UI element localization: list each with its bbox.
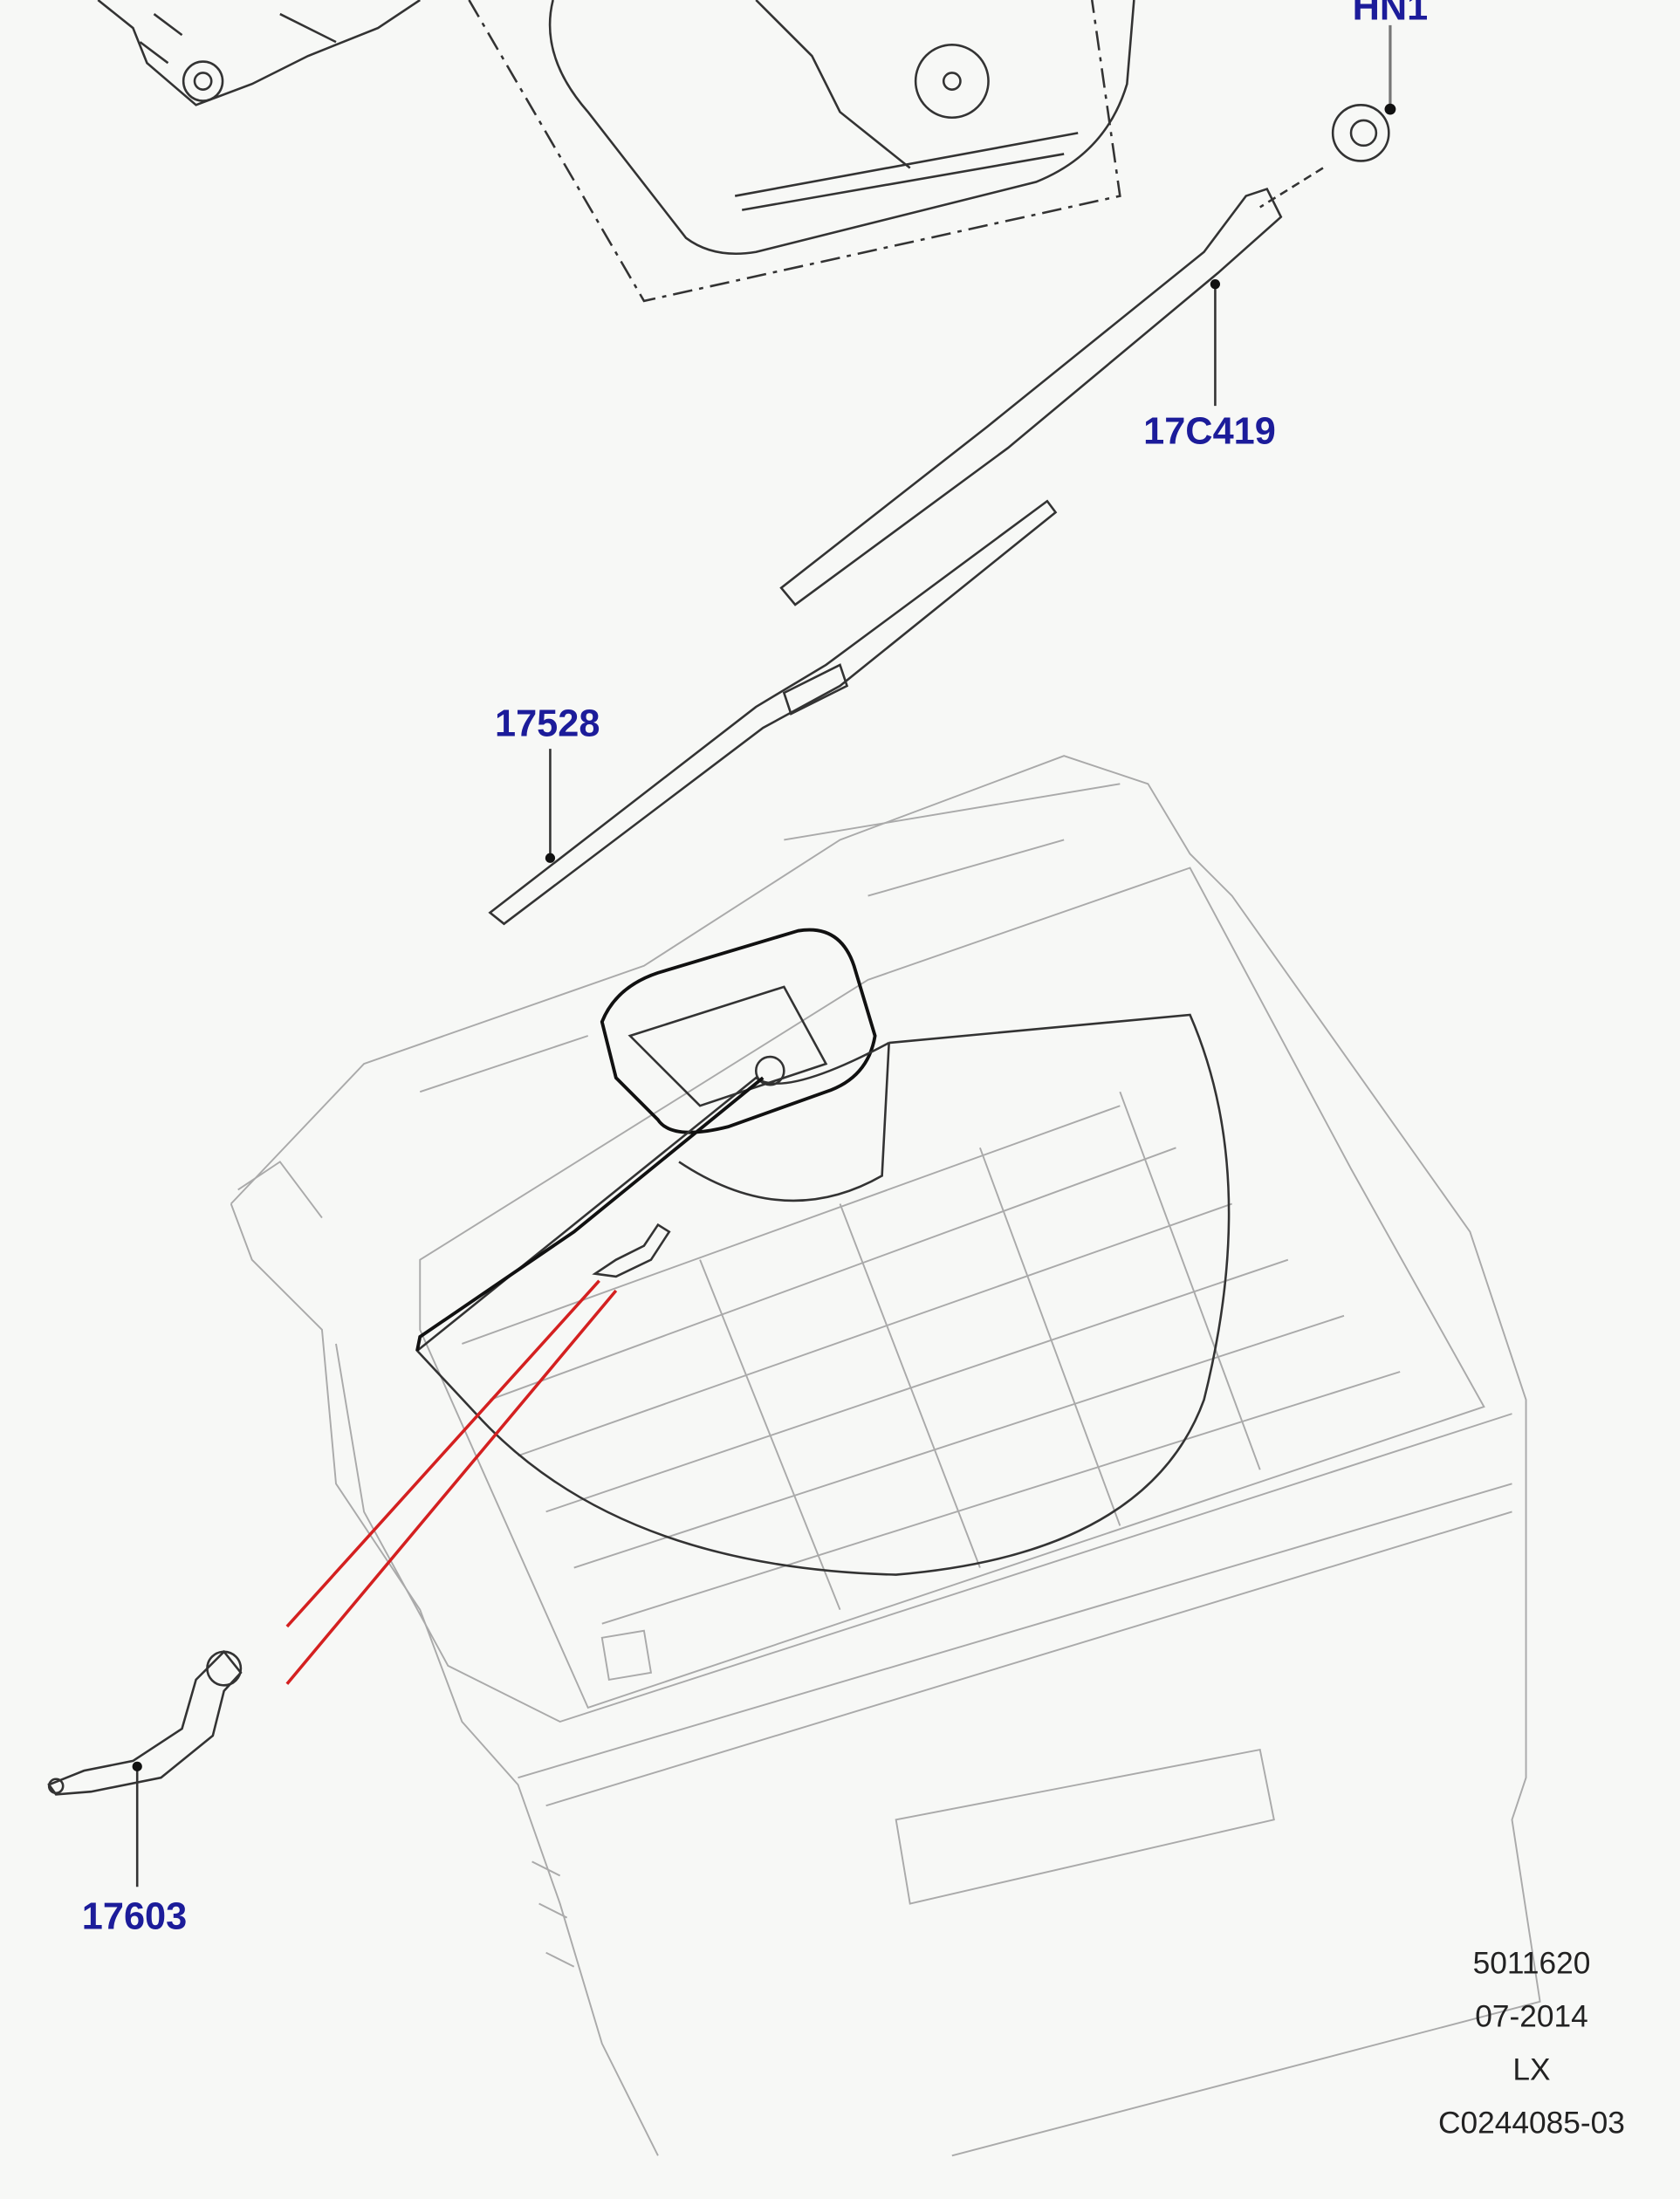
wiper-sweep-area [415, 1013, 1231, 1576]
reference-code: C0244085-03 [1438, 2107, 1625, 2141]
callout-washer-hose: 17603 [82, 1895, 187, 1937]
wiper-blade [488, 499, 1058, 926]
washer-hose [47, 1649, 243, 1887]
rear-glass-panel [468, 0, 1135, 303]
illustration-date: 07-2014 [1475, 2000, 1587, 2034]
callout-wiper-blade: 17528 [495, 703, 600, 745]
callout-hn1: HN1 [1353, 0, 1429, 28]
illustration-number: 5011620 [1473, 1947, 1591, 1981]
model-code: LX [1512, 2053, 1550, 2087]
wiper-motor-housing [600, 928, 877, 1134]
tailgate [230, 755, 1541, 2157]
wiper-motor [97, 0, 421, 106]
callout-wiper-arm: 17C419 [1143, 410, 1276, 452]
wiper-arm [779, 187, 1283, 606]
hose-location-leaders [285, 1279, 618, 1685]
hn1-nut [1259, 24, 1396, 209]
